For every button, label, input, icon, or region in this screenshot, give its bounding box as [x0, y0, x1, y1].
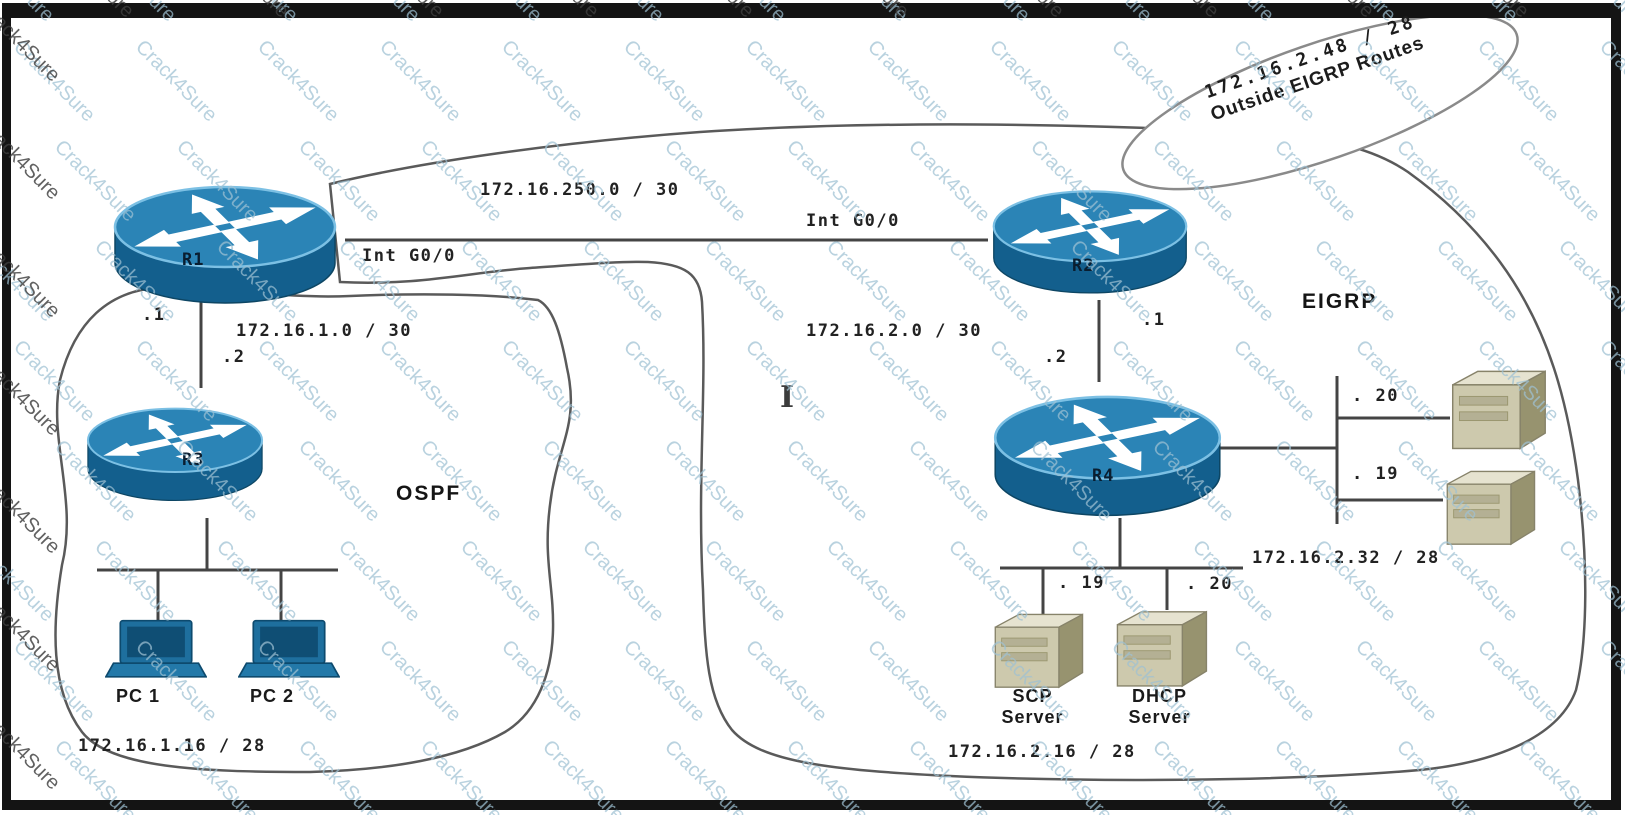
eigrp-zone-label: EIGRP	[1302, 290, 1378, 313]
r1-interface-label: Int G0/0	[362, 246, 456, 266]
router-r2-icon	[992, 190, 1188, 295]
router-r2-label: R2	[1072, 256, 1095, 276]
server-right-top-icon	[1451, 370, 1546, 450]
r1-r3-subnet-label: 172.16.1.0 / 30	[236, 321, 413, 341]
bottom-lan-subnet-label: 172.16.2.16 / 28	[948, 742, 1136, 762]
server-right-bottom-icon	[1446, 470, 1536, 545]
r3-ip-label: .2	[222, 347, 246, 367]
scp-server-label-line1: SCP	[1012, 686, 1053, 706]
pc1-label: PC 1	[116, 686, 161, 706]
router-r4-label: R4	[1092, 466, 1115, 486]
server-top-ip-label: . 20	[1352, 386, 1399, 406]
scp-ip-label: . 19	[1058, 573, 1105, 593]
outside-routes-ellipse	[1121, 13, 1519, 191]
server-bottom-ip-label: . 19	[1352, 464, 1399, 484]
dhcp-server-label-line1: DHCP	[1131, 686, 1187, 706]
pc1-icon	[105, 619, 207, 678]
dhcp-server-icon	[1116, 611, 1208, 687]
router-r3-label: R3	[182, 450, 205, 470]
dhcp-ip-label: . 20	[1186, 574, 1233, 594]
scp-server-icon	[994, 613, 1084, 688]
eigrp-cloud-outline	[328, 123, 1587, 782]
scp-server-label: SCP Server	[975, 686, 1090, 728]
link-lines	[97, 238, 1450, 624]
wan-subnet-label: 172.16.250.0 / 30	[480, 180, 680, 200]
dhcp-server-label: DHCP Server	[1102, 686, 1217, 728]
pc2-label: PC 2	[250, 686, 295, 706]
text-cursor-artifact: I	[780, 380, 795, 415]
r1-ip-label: .1	[142, 305, 166, 325]
router-r4-icon	[993, 395, 1222, 517]
r4-ip-label: .2	[1044, 347, 1068, 367]
router-r1-label: R1	[182, 250, 205, 270]
pc2-icon	[238, 619, 340, 678]
router-r1-icon	[113, 185, 337, 304]
ospf-cloud-outline	[54, 286, 573, 774]
r2-ip-label: .1	[1142, 310, 1166, 330]
scp-server-label-line2: Server	[1001, 707, 1064, 727]
dhcp-server-label-line2: Server	[1128, 707, 1191, 727]
r2-interface-label: Int G0/0	[806, 211, 900, 231]
r2-r4-subnet-label: 172.16.2.0 / 30	[806, 321, 983, 341]
ospf-zone-label: OSPF	[396, 482, 462, 505]
router-r3-icon	[86, 407, 264, 502]
right-lan-subnet-label: 172.16.2.32 / 28	[1252, 548, 1440, 568]
pc-lan-subnet-label: 172.16.1.16 / 28	[78, 736, 266, 756]
